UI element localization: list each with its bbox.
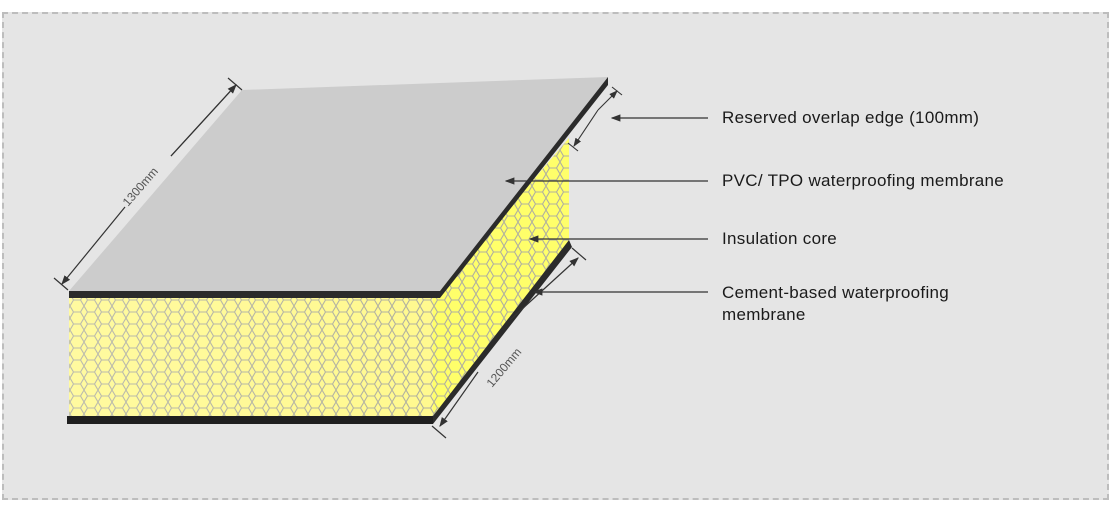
dimension-1300: [53, 77, 243, 291]
dimension-1200: [431, 247, 587, 439]
insulation-core-side: [433, 138, 569, 418]
top-membrane-edge: [69, 291, 440, 298]
callout-top-membrane: PVC/ TPO waterproofing membrane: [722, 171, 1005, 190]
dimension-overlap: [567, 86, 623, 152]
callout-insulation-core: Insulation core: [722, 229, 838, 248]
callout-bottom-membrane: Cement-based waterproofing membrane: [722, 283, 950, 324]
dimension-width-label: 1200mm: [484, 345, 525, 390]
bottom-membrane-edge: [67, 416, 433, 424]
top-surface: [69, 77, 608, 291]
callout-overlap-edge: Reserved overlap edge (100mm): [722, 108, 980, 127]
